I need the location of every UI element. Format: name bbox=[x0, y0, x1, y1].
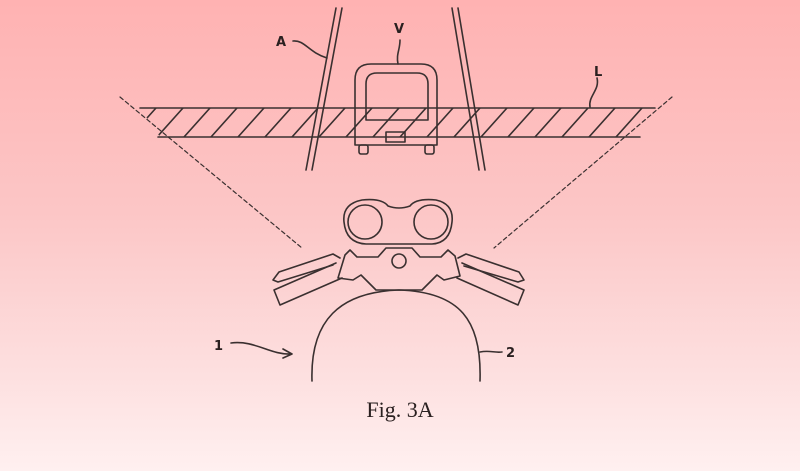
hatch-line bbox=[156, 108, 184, 137]
label-v: V bbox=[394, 22, 404, 37]
hatch-line bbox=[670, 108, 696, 137]
hatch-line bbox=[642, 108, 655, 137]
pillar-left bbox=[305, 7, 343, 171]
hatch-line bbox=[291, 108, 319, 137]
hatch-line bbox=[183, 108, 211, 137]
hatch-line bbox=[534, 108, 562, 137]
hatch-line bbox=[480, 108, 508, 137]
label-1: 1 bbox=[214, 339, 223, 354]
pillar-right bbox=[451, 7, 486, 171]
hatch-line bbox=[210, 108, 238, 137]
label-2: 2 bbox=[506, 346, 515, 361]
hatch-line bbox=[264, 108, 292, 137]
hatch-line bbox=[507, 108, 535, 137]
view-line-left bbox=[119, 96, 303, 249]
hatch-line bbox=[615, 108, 643, 137]
hatch-line bbox=[345, 108, 373, 137]
hatched-band bbox=[139, 107, 696, 138]
hatch-line bbox=[237, 108, 265, 137]
leader-l bbox=[589, 77, 599, 108]
leader-2 bbox=[479, 350, 503, 354]
leader-a bbox=[292, 40, 328, 59]
hatch-line bbox=[372, 108, 400, 137]
hatch-line bbox=[426, 108, 454, 137]
hatch-line bbox=[561, 108, 589, 137]
vehicle bbox=[354, 63, 438, 155]
hatch-line bbox=[588, 108, 616, 137]
figure-caption: Fig. 3A bbox=[366, 397, 433, 422]
label-l: L bbox=[594, 65, 602, 80]
view-line-right bbox=[493, 96, 673, 249]
handlebar bbox=[272, 247, 525, 306]
hatch-line bbox=[318, 108, 346, 137]
motorcycle-body bbox=[311, 289, 481, 382]
instrument-cluster bbox=[343, 198, 453, 245]
leader-1 bbox=[230, 341, 293, 359]
hatch-line bbox=[140, 108, 157, 137]
label-a: A bbox=[276, 35, 286, 50]
leader-v bbox=[396, 39, 401, 65]
